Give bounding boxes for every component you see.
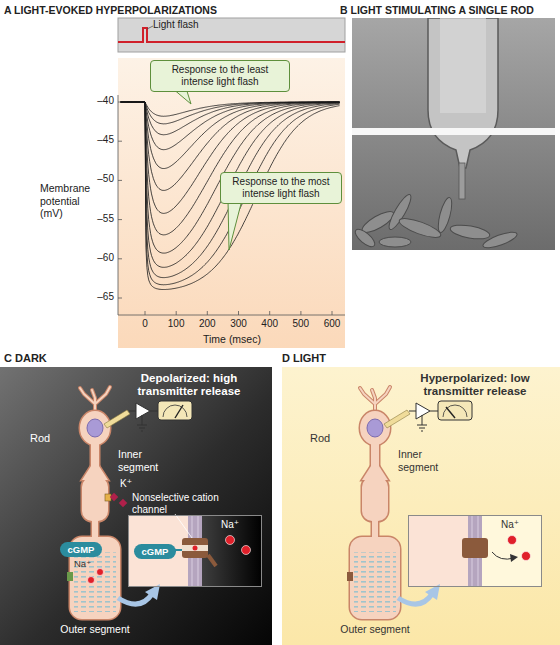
cgmp-pill: cGMP [134, 544, 176, 559]
tick-label: –45 [80, 134, 114, 146]
signal-label: Light flash [153, 19, 223, 31]
part-label: Rod [310, 432, 346, 445]
panel-title: C DARK [4, 352, 204, 365]
tick-label: –40 [80, 95, 114, 107]
callout-box: Response to the most intense light flash [220, 172, 342, 204]
light-panel [282, 367, 560, 645]
panel-title: D LIGHT [282, 352, 482, 365]
tick-label: –50 [80, 173, 114, 185]
light-panel-box: Hyperpolarized: low transmitter releaseN… [282, 367, 560, 645]
panel-title: A LIGHT-EVOKED HYPERPOLARIZATIONS [4, 4, 334, 17]
tick-label: 600 [317, 318, 347, 330]
axis-title: Membrane potential (mV) [40, 182, 100, 220]
node-text: Response to the least intense light flas… [156, 64, 284, 88]
tick-label: 500 [286, 318, 316, 330]
plot-area [118, 58, 345, 348]
callout-box: Response to the least intense light flas… [150, 60, 290, 92]
response-trace [121, 102, 340, 169]
node-text: Na⁺ [501, 519, 531, 531]
node-text: Na⁺ [221, 519, 251, 531]
tick-label: 0 [130, 318, 160, 330]
part-label: Rod [30, 432, 66, 445]
channel-inset: Na⁺ [408, 515, 542, 587]
tick-label: 200 [192, 318, 222, 330]
part-label: Outer segment [335, 623, 415, 636]
callout-pointer [228, 200, 242, 250]
micrograph [352, 18, 555, 250]
node-text: Depolarized: high transmitter release [114, 372, 264, 398]
response-trace [121, 102, 340, 150]
part-label: Inner segment [118, 448, 170, 473]
tick-label: –55 [80, 213, 114, 225]
tick-label: –60 [80, 252, 114, 264]
dark-panel [0, 367, 272, 645]
tick-label: –65 [80, 291, 114, 303]
node-text: Response to the most intense light flash [226, 176, 336, 200]
ion-label: Na⁺ [74, 558, 98, 569]
ion-label: K⁺ [120, 478, 142, 490]
panel-title: B LIGHT STIMULATING A SINGLE ROD [340, 4, 558, 17]
axis-title: Time (msec) [182, 333, 282, 346]
node-text: cGMP [68, 544, 95, 555]
part-label: Outer segment [55, 623, 135, 636]
tick-label: 400 [255, 318, 285, 330]
channel-inset: Na⁺ cGMP [128, 515, 262, 587]
light-flash-trace [118, 18, 345, 52]
cgmp-pill: cGMP [60, 542, 102, 557]
part-label: Nonselective cation channel [132, 492, 222, 516]
part-label: Inner segment [398, 448, 450, 473]
node-text: cGMP [142, 546, 169, 557]
tick-label: 300 [224, 318, 254, 330]
tick-label: 100 [161, 318, 191, 330]
node-text: Hyperpolarized: low transmitter release [396, 372, 554, 398]
